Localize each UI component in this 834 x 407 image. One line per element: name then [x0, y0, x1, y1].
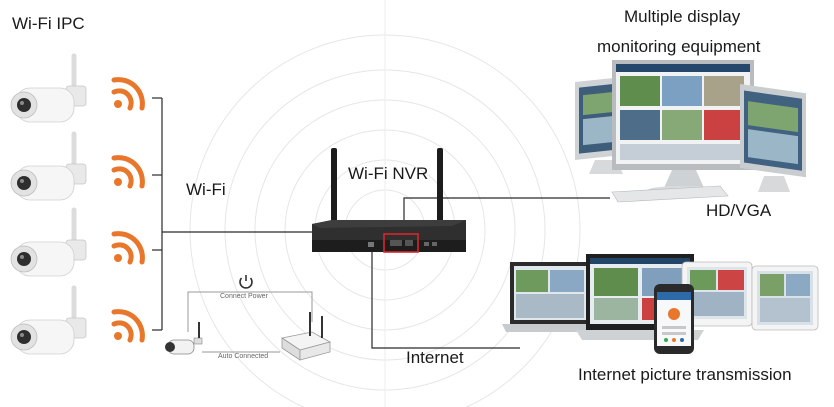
connect-power-label: Connect Power	[220, 293, 268, 300]
wifi-label: Wi-Fi	[186, 180, 226, 199]
small-camera-icon	[165, 322, 203, 355]
power-icon	[236, 272, 256, 292]
wifi-signal-icon	[111, 309, 145, 343]
wifi-cameras	[10, 53, 87, 355]
display-monitors	[575, 60, 806, 203]
auto-connect-diagram	[165, 272, 332, 361]
auto-connected-label: Auto Connected	[218, 353, 269, 360]
hd-vga-label: HD/VGA	[706, 201, 772, 220]
wifi-camera-icon	[10, 53, 87, 123]
internet-transmission-label: Internet picture transmission	[578, 365, 792, 384]
wifi-camera-icon	[10, 285, 87, 355]
multi-display-label-line2: monitoring equipment	[597, 37, 761, 56]
ripple-background	[189, 0, 581, 407]
wifi-signals	[111, 77, 145, 343]
wifi-signal-icon	[111, 231, 145, 265]
wifi-nvr-device	[312, 148, 466, 253]
wifi-signal-icon	[111, 155, 145, 189]
wifi-camera-icon	[10, 207, 87, 277]
smartphone-icon	[654, 284, 694, 354]
multi-display-label-line1: Multiple display	[624, 7, 741, 26]
wifi-ipc-label: Wi-Fi IPC	[12, 14, 85, 33]
wifi-camera-icon	[10, 131, 87, 201]
mobile-devices	[502, 254, 819, 354]
wifi-nvr-label: Wi-Fi NVR	[348, 164, 429, 183]
internet-label: Internet	[406, 348, 464, 367]
small-nvr-icon	[280, 312, 332, 361]
wifi-signal-icon	[111, 77, 145, 111]
